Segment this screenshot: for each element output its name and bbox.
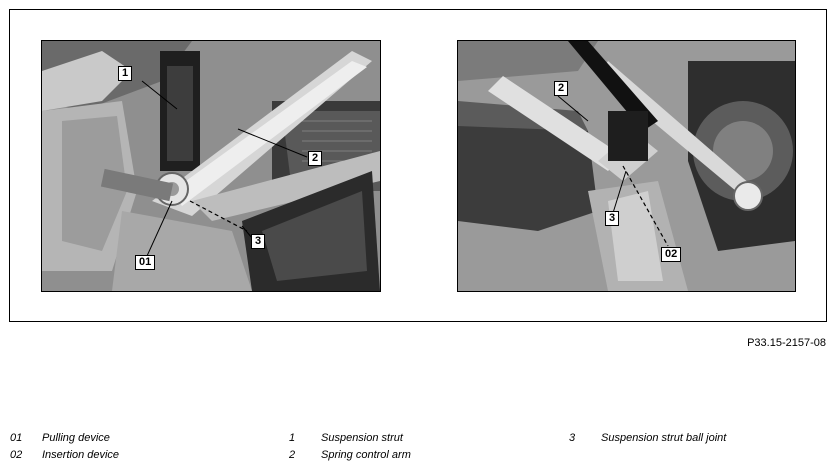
legend-column-2: 1 Suspension strut 2 Spring control arm [289,430,411,464]
callout-02: 02 [661,247,682,262]
callout-3: 3 [251,234,266,249]
legend-item: 01 Pulling device [10,430,119,447]
legend-key: 2 [289,449,296,461]
callout-3-right: 3 [605,211,620,226]
legend-key: 1 [289,432,296,444]
legend-text: Suspension strut ball joint [601,432,727,444]
callout-2-right: 2 [554,81,569,96]
legend-item: 1 Suspension strut [289,430,411,447]
legend-text: Spring control arm [321,449,411,461]
legend-key: 02 [10,449,23,461]
legend-key: 3 [569,432,576,444]
right-photo: 2 3 02 [457,40,796,292]
legend-item: 02 Insertion device [10,447,119,464]
legend-item: 2 Spring control arm [289,447,411,464]
figure-reference: P33.15-2157-08 [747,337,826,349]
legend-column-3: 3 Suspension strut ball joint [569,430,726,447]
legend-item: 3 Suspension strut ball joint [569,430,726,447]
legend-text: Suspension strut [321,432,403,444]
callout-2: 2 [308,151,323,166]
legend-column-1: 01 Pulling device 02 Insertion device [10,430,119,464]
left-photo-illustration [42,41,380,291]
legend-text: Insertion device [42,449,120,461]
legend-key: 01 [10,432,23,444]
callout-1: 1 [118,66,133,81]
callout-01: 01 [135,255,156,270]
right-photo-illustration [458,41,795,291]
legend-text: Pulling device [42,432,110,444]
left-photo: 1 2 3 01 [41,40,381,292]
